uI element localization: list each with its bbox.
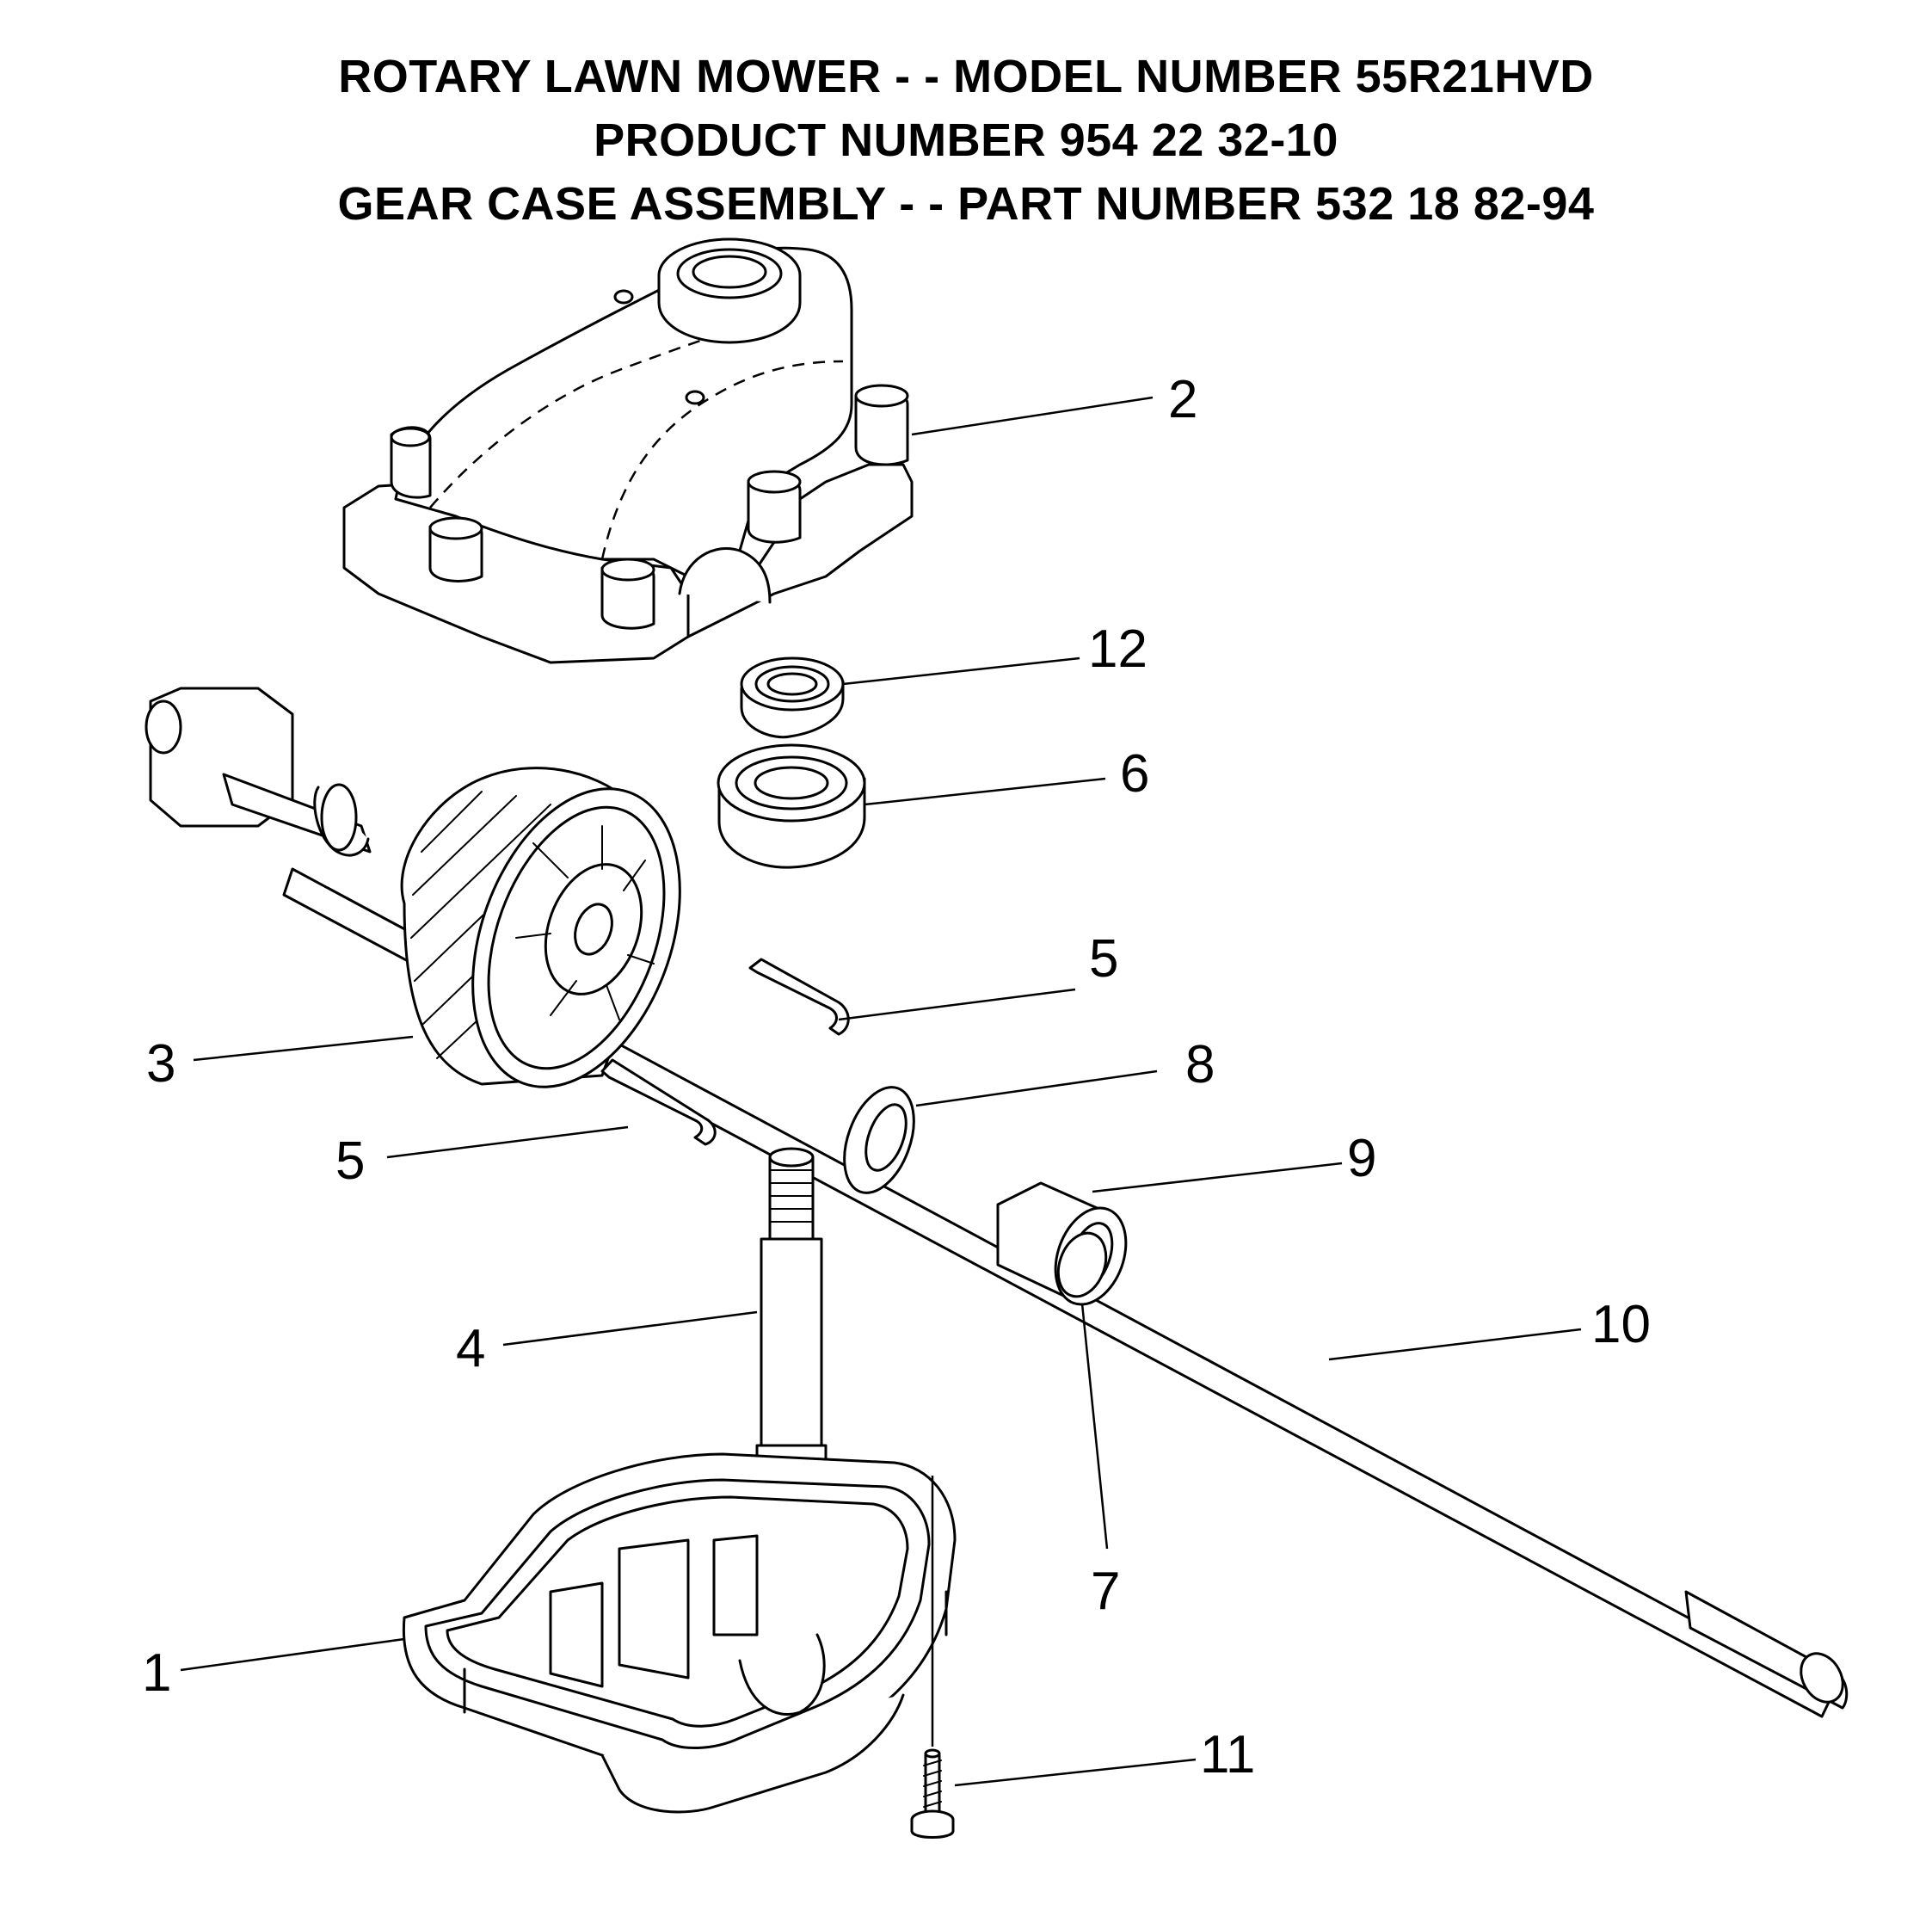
part-1-gear-case-housing — [402, 1452, 957, 1814]
leader-11 — [954, 1758, 1197, 1787]
title-line-product: PRODUCT NUMBER 954 22 32-10 — [594, 114, 1338, 166]
leader-3 — [193, 1035, 414, 1062]
leader-12 — [842, 656, 1080, 686]
part-8-washer — [843, 1086, 915, 1194]
callout-3: 3 — [146, 1034, 175, 1094]
leader-10 — [1328, 1328, 1582, 1361]
callout-9: 9 — [1347, 1129, 1376, 1188]
title-line-assembly: GEAR CASE ASSEMBLY - - PART NUMBER 532 1… — [337, 178, 1595, 230]
part-6-large-bearing — [717, 743, 866, 869]
part-5-key-upper — [748, 958, 850, 1036]
leader-9 — [1092, 1162, 1343, 1193]
part-5-key-lower — [600, 1058, 717, 1146]
callout-numbers: 2 12 6 5 3 8 5 9 4 10 7 1 11 — [142, 370, 1651, 1784]
leader-5-lower — [386, 1125, 629, 1159]
callout-5-upper: 5 — [1089, 929, 1118, 989]
part-2-gear-case-cover — [342, 237, 914, 664]
part-3-bevel-gear — [400, 767, 681, 1088]
callout-7: 7 — [1091, 1562, 1120, 1621]
leader-5-upper — [838, 988, 1076, 1021]
callout-10: 10 — [1591, 1295, 1651, 1354]
leader-8 — [915, 1069, 1158, 1107]
callout-8: 8 — [1185, 1035, 1215, 1094]
callout-2: 2 — [1168, 370, 1197, 429]
title-line-model: ROTARY LAWN MOWER - - MODEL NUMBER 55R21… — [338, 51, 1594, 102]
leader-6 — [864, 777, 1106, 806]
callout-4: 4 — [456, 1319, 485, 1378]
leader-1 — [180, 1637, 405, 1672]
leader-7 — [1080, 1303, 1109, 1550]
diagram-title: ROTARY LAWN MOWER - - MODEL NUMBER 55R21… — [0, 45, 1932, 236]
callout-11: 11 — [1200, 1725, 1255, 1784]
callout-6: 6 — [1120, 744, 1149, 804]
part-11-screw — [910, 1748, 955, 1839]
part-3-shaft-stub — [145, 687, 372, 857]
callout-5-lower: 5 — [335, 1131, 365, 1191]
part-12-small-bearing — [740, 656, 845, 739]
leader-lines — [180, 396, 1582, 1787]
part-7-seal — [1056, 1231, 1108, 1298]
leader-4 — [502, 1310, 758, 1347]
callout-12: 12 — [1088, 619, 1148, 679]
leader-2 — [911, 396, 1154, 436]
callout-1: 1 — [142, 1643, 171, 1703]
